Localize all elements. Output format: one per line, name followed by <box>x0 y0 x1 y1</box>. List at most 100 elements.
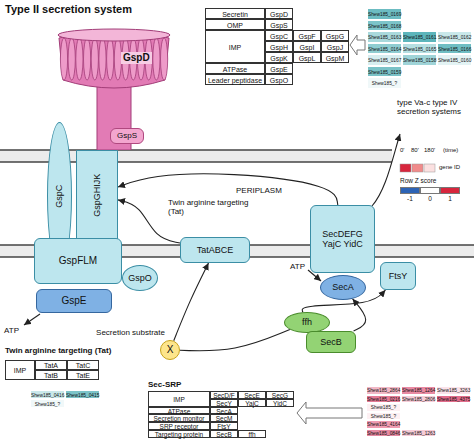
heatmap-cell: Shew185_2864 <box>366 386 401 395</box>
table-cell: TatA <box>35 360 67 370</box>
time-label: (time) <box>443 147 458 154</box>
pathway-arrow <box>372 134 400 206</box>
table-cell: ATPase <box>205 63 265 74</box>
protein-box: GspFLM <box>34 238 122 284</box>
table-cell: FtsY <box>210 422 238 430</box>
table-cell: GspJ <box>321 41 349 52</box>
protein-box: GspE <box>36 289 112 313</box>
table-cell: GspL <box>293 52 321 63</box>
heatmap-cell: Shew185_0846 <box>366 429 401 438</box>
heatmap-cell: Shew185_0168 <box>367 20 402 32</box>
node-label: X <box>167 344 174 356</box>
heatmap-cell: Shew185_1264 <box>401 386 436 395</box>
key-cell <box>424 164 435 172</box>
table-cell: SecE <box>238 391 266 399</box>
heatmap-cell: Shew185_0165 <box>402 43 437 55</box>
legend-swatch <box>440 187 460 194</box>
atp-label: ATP <box>290 262 305 271</box>
substrate-circle: XSecretion substrate <box>160 340 180 360</box>
heatmap-cell: Shew185_? <box>366 412 401 421</box>
key-cell <box>412 164 423 172</box>
barrel-rib <box>84 38 91 80</box>
table-cell: GspK <box>265 52 293 63</box>
barrel-rib <box>76 38 83 80</box>
node-label: SecA <box>332 282 354 292</box>
pathway-label: type Va-c type IV secretion systems <box>397 98 469 116</box>
table-cell: SecD/F <box>210 391 238 399</box>
atp-arrow <box>24 314 40 325</box>
barrel-rim <box>58 29 170 41</box>
table-cell: IMP <box>205 30 265 63</box>
table-cell: GspG <box>321 30 349 41</box>
heatmap-cell: Shew185_0159 <box>367 66 402 78</box>
table-cell: SRP receptor <box>148 422 210 430</box>
section-heading: Sec-SRP <box>148 380 181 389</box>
table-cell: IMP <box>148 391 210 407</box>
node-label: GspGHIJK <box>92 173 102 216</box>
node-label: FtsY <box>389 271 408 281</box>
heatmap-cell: Shew185_0415 <box>65 390 100 399</box>
table-cell: TatC <box>67 360 99 370</box>
node-label: GspS <box>117 131 137 140</box>
heatmap-cell: Shew185_4164 <box>366 420 401 429</box>
table-cell: YajC <box>238 399 266 407</box>
protein-ellipse: GspO <box>122 265 158 291</box>
heatmap-cell: Shew185_? <box>30 399 65 408</box>
legend-swatch <box>400 187 420 194</box>
hollow-arrow <box>350 35 365 55</box>
table-cell: SecA <box>210 407 238 415</box>
time-label: 180' <box>424 147 435 154</box>
heatmap-cell: Shew185_4375 <box>436 395 471 404</box>
protein-box: GspS <box>110 128 144 144</box>
heatmap-cell: Shew185_0161 <box>402 31 437 43</box>
heatmap-cell: Shew185_? <box>366 403 401 412</box>
node-label: SecB <box>320 337 342 347</box>
node-label: GspFLM <box>59 255 97 267</box>
table-cell: GspF <box>293 30 321 41</box>
region-label: PERIPLASM <box>236 186 282 195</box>
barrel-rib <box>161 38 168 80</box>
barrel-rib <box>153 38 160 80</box>
connector-arrow <box>174 263 209 341</box>
barrel-rib <box>60 38 67 80</box>
heatmap-cell: Shew185_0416 <box>30 390 65 399</box>
heatmap-cell: Shew185_2806 <box>401 395 436 404</box>
node-label: GspO <box>128 273 152 283</box>
heatmap-cell: Shew185_0160 <box>437 54 472 66</box>
node-label: TatABCE <box>197 245 234 255</box>
table-cell: TatE <box>67 370 99 380</box>
key-cell <box>400 164 411 172</box>
protein-box: SecDEFG YajC YidC <box>310 205 375 273</box>
node-caption: Secretion substrate <box>96 328 165 337</box>
node-label: GspD <box>121 52 152 64</box>
section-heading: Twin arginine targeting (Tat) <box>5 346 111 355</box>
legend-label: 0 <box>420 195 440 202</box>
legend-swatch <box>420 187 440 194</box>
table-cell: Leader peptidase <box>205 74 265 85</box>
barrel-rib <box>68 38 75 80</box>
heatmap-cell: Shew185_? <box>367 77 402 89</box>
heatmap-cell: Shew185_3263 <box>436 386 471 395</box>
pathway-label: Twin arginine targeting (Tat) <box>168 198 252 216</box>
heatmap-cell: Shew185_0216 <box>366 395 401 404</box>
table-cell: SecB <box>210 430 238 438</box>
node-label: ffh <box>302 317 312 327</box>
table-cell: Secretin <box>205 8 265 19</box>
legend-label: -1 <box>400 195 420 202</box>
legend-label: 1 <box>440 195 460 202</box>
table-cell: GspO <box>265 74 293 85</box>
barrel-rib <box>91 38 98 80</box>
table-cell: ATPase <box>148 407 210 415</box>
key-label: gene ID <box>439 164 460 171</box>
table-cell: GspS <box>265 19 293 30</box>
node-label: GspC <box>54 184 64 207</box>
heatmap-cell: Shew185_0158 <box>402 54 437 66</box>
table-cell: GspH <box>265 41 293 52</box>
protein-box: GspGHIJK <box>76 150 118 240</box>
key-label: Row Z score <box>400 177 436 184</box>
heatmap-cell: Shew185_1263 <box>401 429 436 438</box>
hollow-arrow <box>297 402 362 424</box>
table-cell: ffh <box>238 430 266 438</box>
table-cell: TatB <box>35 370 67 380</box>
heatmap-cell: Shew185_0166 <box>437 43 472 55</box>
